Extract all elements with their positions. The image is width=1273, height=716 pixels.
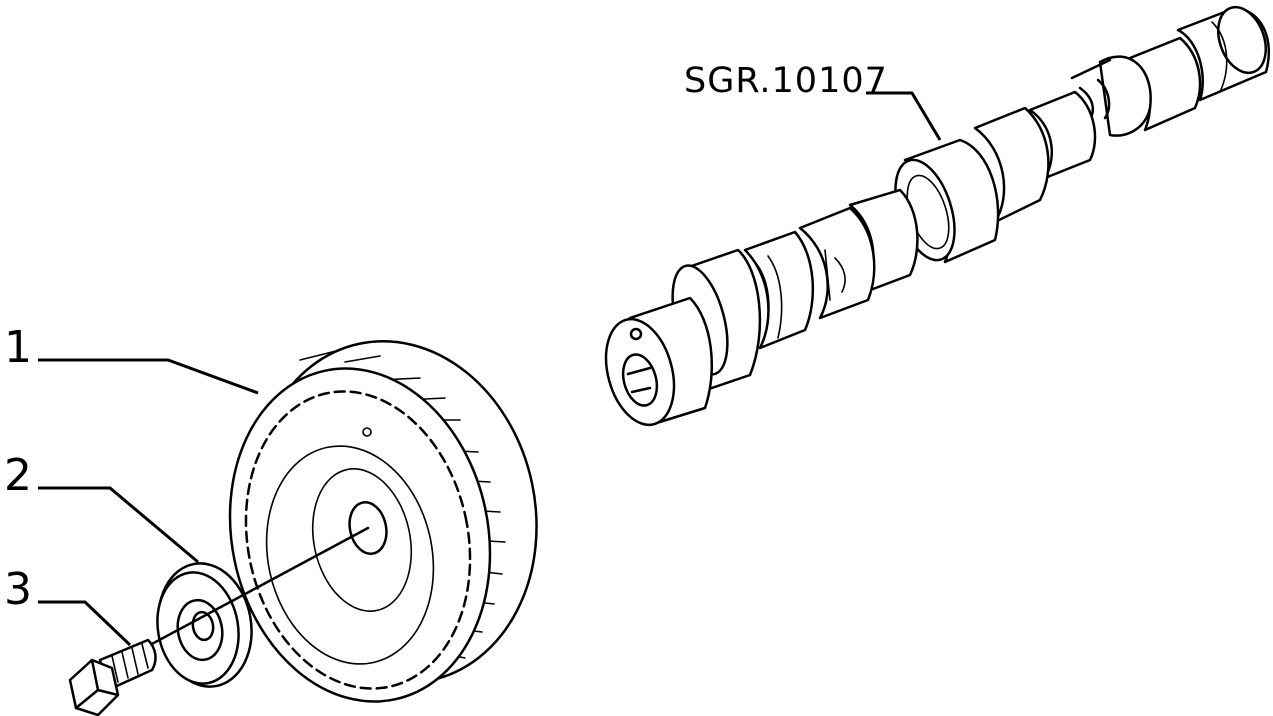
assembly-axis-line: [148, 526, 370, 647]
leader-line-camshaft: [866, 91, 942, 141]
washer: [156, 562, 253, 688]
camshaft: [604, 5, 1271, 427]
leader-line-part1: [38, 358, 259, 395]
leader-line-part3: [38, 600, 132, 647]
bolt: [68, 638, 157, 716]
leader-line-part2: [38, 486, 199, 564]
timing-gear: [228, 340, 538, 703]
callout-part-1: 1: [4, 322, 32, 373]
callout-part-2: 2: [4, 450, 32, 501]
callout-part-3: 3: [4, 564, 32, 615]
callout-camshaft-code: SGR.10107: [684, 61, 888, 101]
